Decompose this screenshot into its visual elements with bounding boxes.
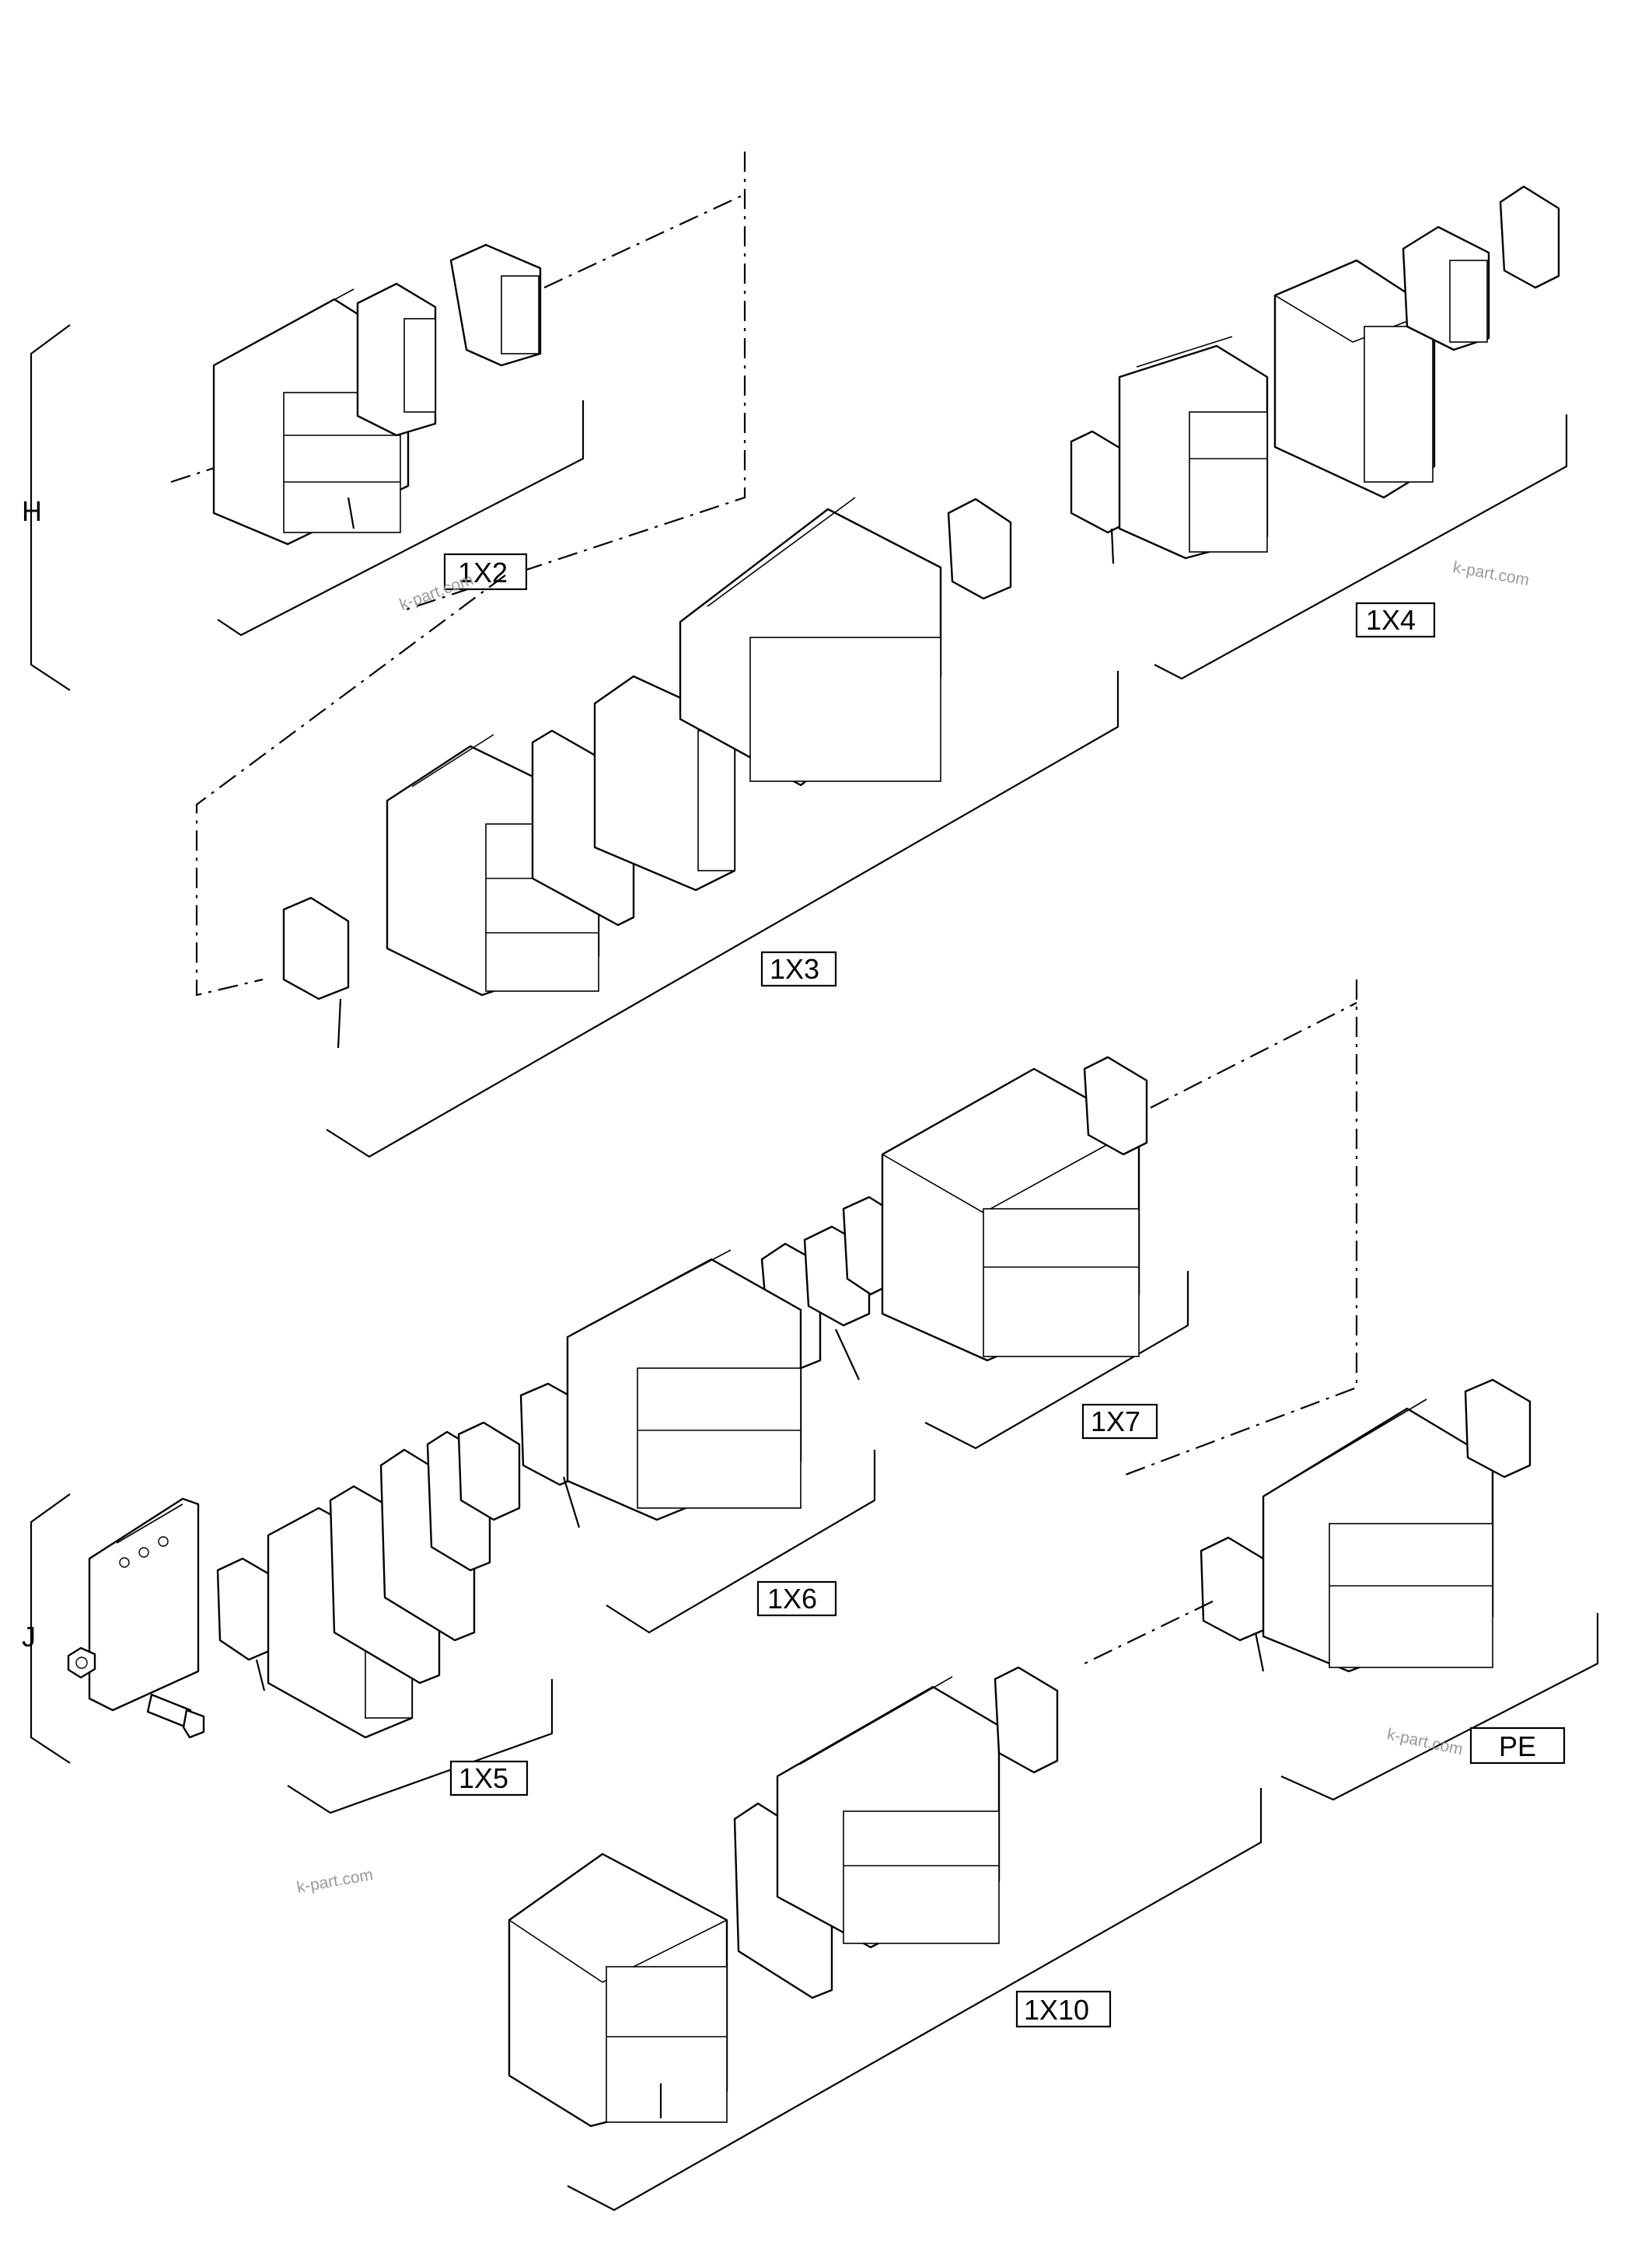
assembly-pe: PE k-part.com	[1200, 1378, 1599, 1801]
din-rail	[88, 1497, 200, 1712]
end-clamp-1x7-right	[1083, 1056, 1148, 1156]
terminal-block-1x2-end	[449, 243, 542, 367]
assembly-1x3: 1X3 k-part.com	[195, 497, 1119, 1158]
group-bracket-j: J	[22, 1493, 71, 1764]
terminal-block-stack-1x6	[566, 1249, 802, 1521]
terminal-block-1x2-mid	[356, 282, 437, 437]
end-clamp-1x5-right	[457, 1421, 521, 1521]
watermark: k-part.com	[295, 1866, 375, 1897]
label-box-1x5	[449, 1760, 529, 1796]
terminal-block-stack-1x3-upper	[679, 497, 942, 787]
watermark: k-part.com	[1385, 1725, 1465, 1758]
watermark: k-part.com	[1451, 558, 1531, 589]
side-label-j: J	[22, 1621, 36, 1653]
terminal-block-stack-pe	[1262, 1398, 1494, 1673]
label-box-1x4	[1355, 602, 1436, 638]
terminal-block-stack-1x4	[1118, 336, 1269, 560]
assembly-label-pe: PE	[1499, 1730, 1536, 1762]
label-box-1x6	[756, 1580, 837, 1617]
hex-nut	[67, 1646, 96, 1679]
assembly-label-1x2: 1X2	[458, 557, 508, 588]
label-box-1x2	[443, 553, 528, 591]
assembly-1x10: 1X10	[508, 1601, 1263, 2212]
hex-bolt	[146, 1693, 205, 1739]
assembly-label-1x6: 1X6	[767, 1583, 817, 1615]
relay-module-stack-1x7	[881, 1067, 1140, 1362]
terminal-block-1x4-right	[1402, 225, 1490, 351]
label-box-pe	[1469, 1727, 1566, 1765]
end-clamp-1x4-right	[1499, 185, 1560, 289]
assembly-1x2: 1X2	[170, 152, 746, 637]
end-clamp-1x3-right	[947, 498, 1012, 600]
group-bracket-h: H	[22, 324, 71, 691]
label-box-1x7	[1081, 1403, 1158, 1440]
assembly-label-1x7: 1X7	[1091, 1405, 1140, 1437]
end-clamp-1x10-right	[994, 1666, 1059, 1774]
watermark: k-part.com	[397, 571, 476, 614]
terminal-block-stack-1x10	[776, 1676, 1001, 1949]
assembly-label-1x10: 1X10	[1024, 1994, 1089, 2026]
relay-module-1x4	[1273, 259, 1436, 499]
end-clamp-pe-right	[1464, 1378, 1532, 1479]
end-clamp-pe-left	[1200, 1536, 1269, 1642]
assembly-1x7: 1X7	[760, 979, 1358, 1479]
end-clamp-1x3-left	[282, 896, 350, 1000]
assembly-label-1x5: 1X5	[459, 1762, 508, 1794]
assembly-label-1x3: 1X3	[770, 953, 819, 985]
assembly-label-1x4: 1X4	[1366, 604, 1416, 636]
relay-module-stack-1x10	[508, 1852, 728, 2128]
assembly-1x4: 1X4 k-part.com	[1070, 185, 1568, 680]
assembly-1x6: 1X6	[519, 1249, 876, 1634]
side-label-h: H	[22, 495, 42, 527]
label-box-1x10	[1015, 1990, 1112, 2028]
label-box-1x3	[760, 951, 837, 987]
assembly-1x5: 1X5 k-part.com	[67, 1421, 554, 1897]
end-clamp-1x5-left	[216, 1557, 278, 1661]
